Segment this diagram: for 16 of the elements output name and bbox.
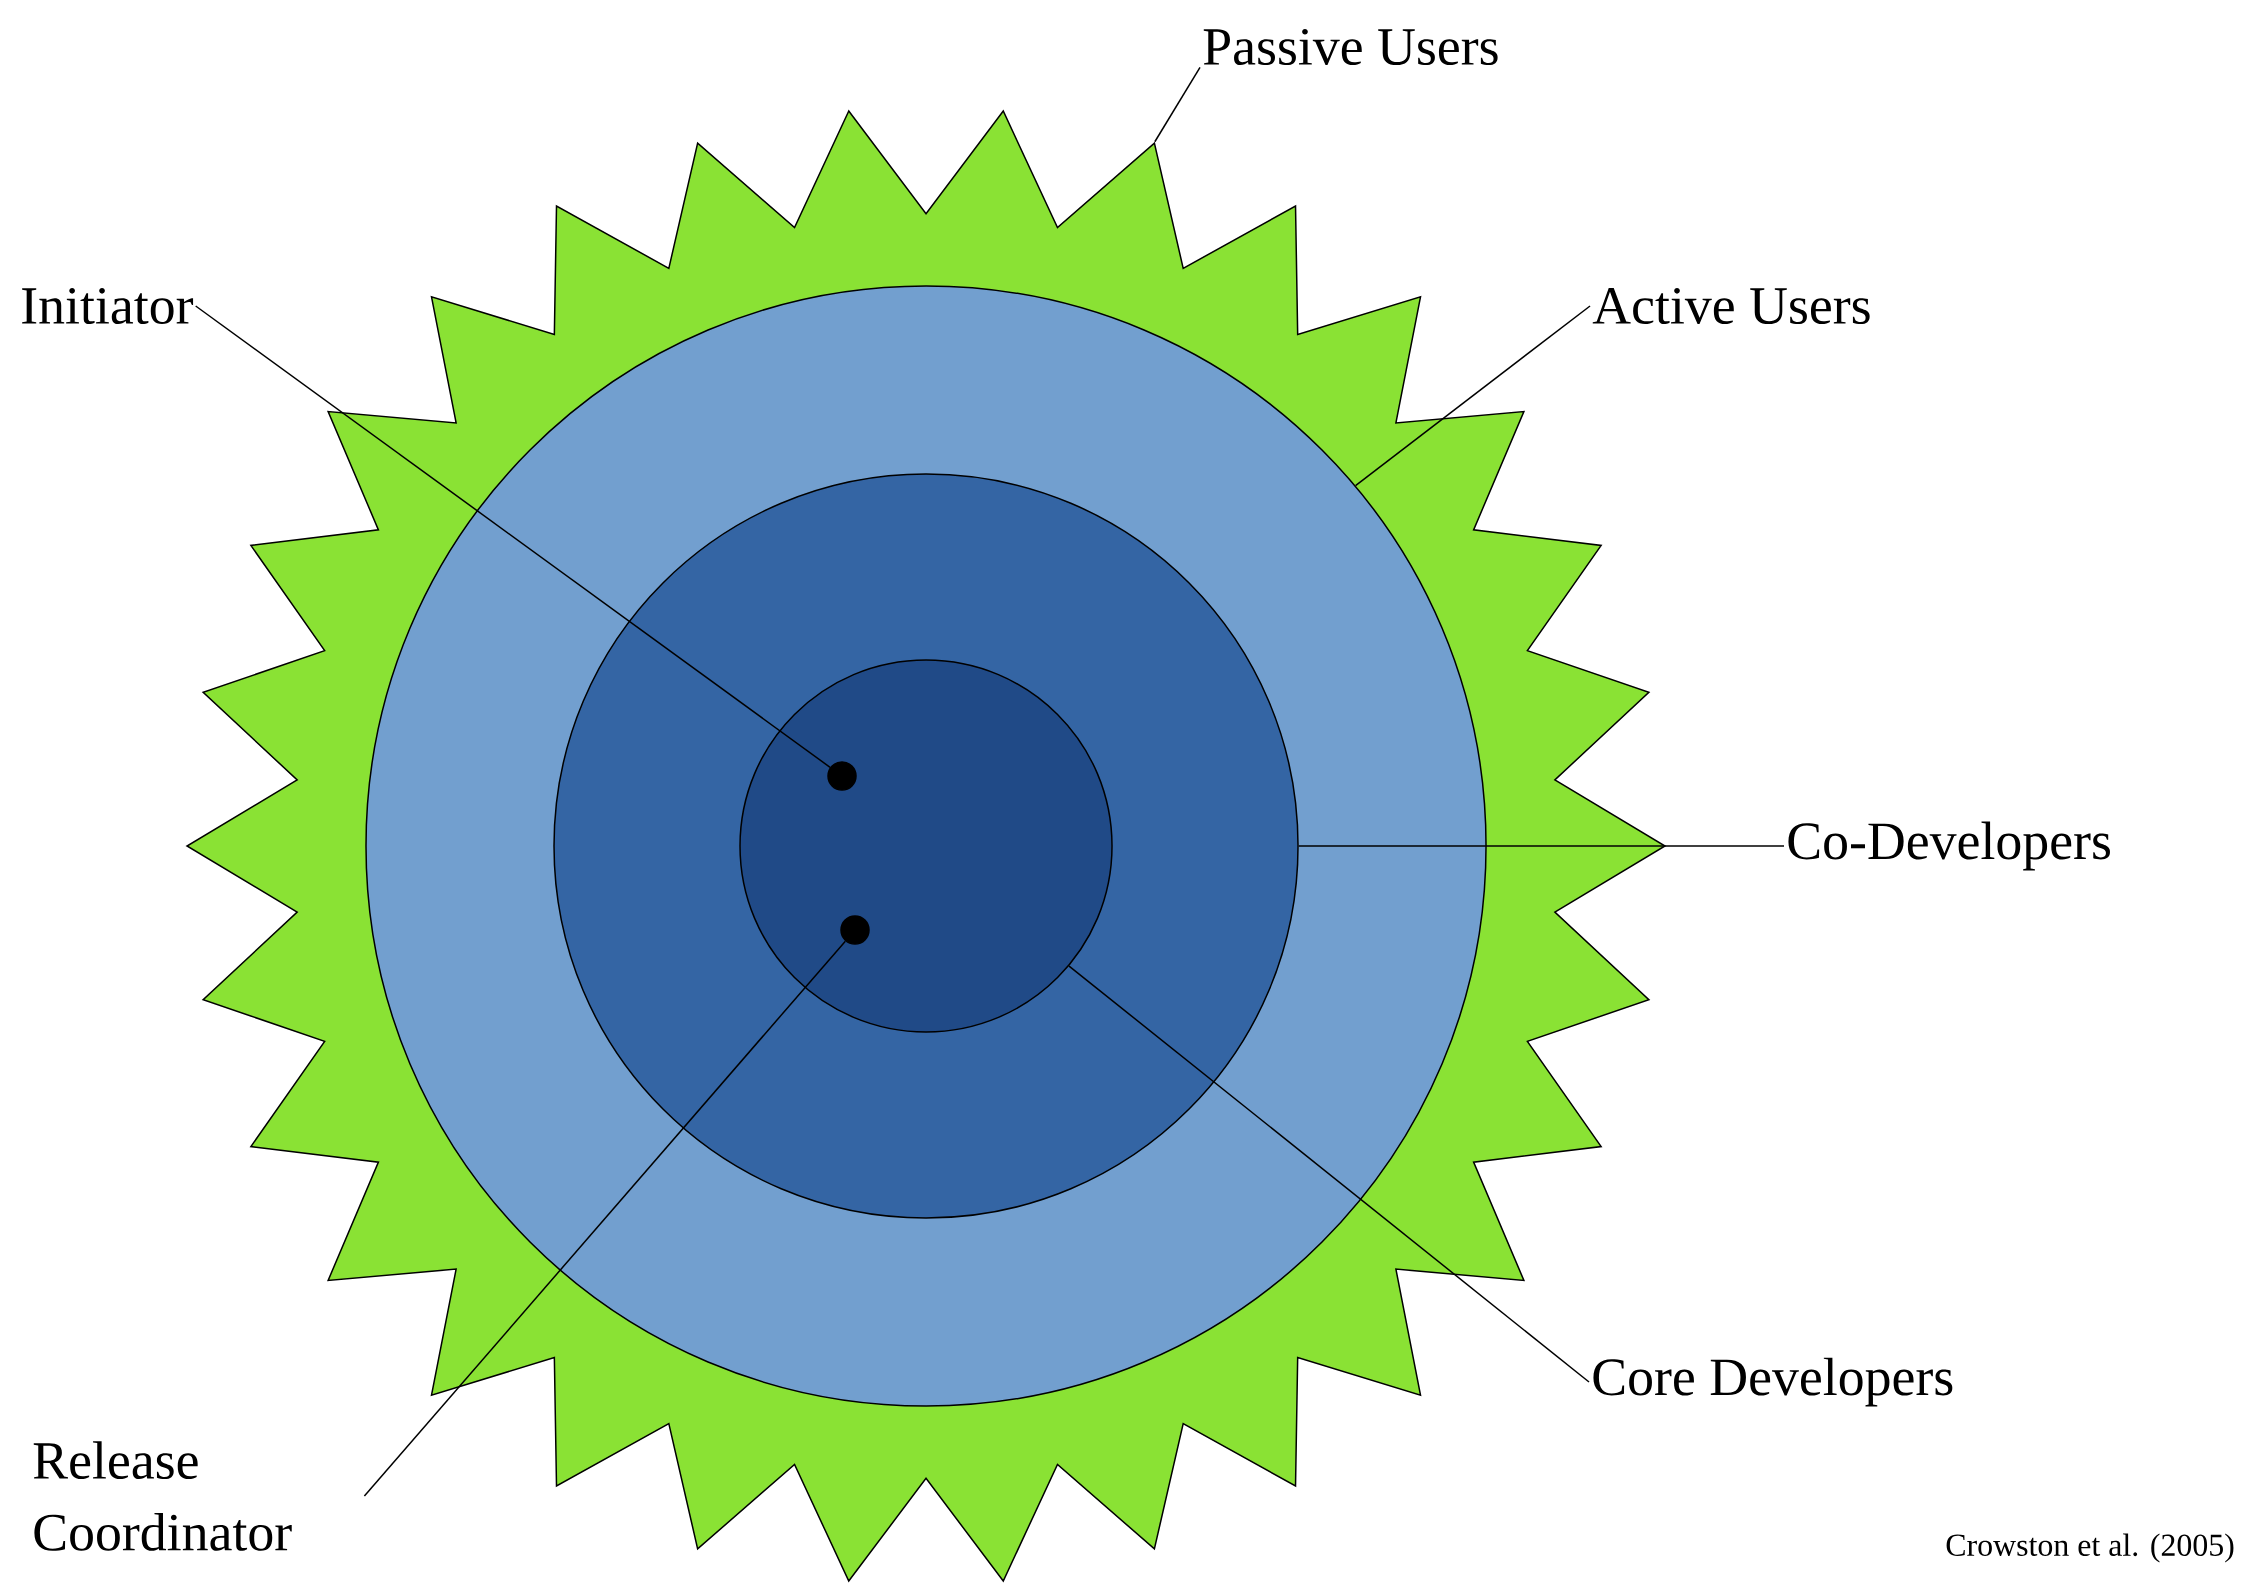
dot [840,915,870,945]
core-disc [739,659,1113,1033]
role-label: Initiator [22,287,194,325]
role-label: Active Users [1592,287,1870,325]
leader-line [1298,845,1785,847]
role-label: Release Coordinator [33,1441,292,1551]
leader-line [1154,66,1201,143]
dot [827,761,857,791]
role-label: Passive Users [1203,28,1498,66]
role-label: Core Developers [1593,1357,1953,1407]
role-label: Co-Developers [1788,821,2110,871]
citation: Crowston et al. (2005) [1946,1533,2234,1563]
leader-line [1068,965,1590,1383]
leader-line [363,940,847,1497]
leader-line [194,305,831,769]
leader-line [1354,305,1591,487]
